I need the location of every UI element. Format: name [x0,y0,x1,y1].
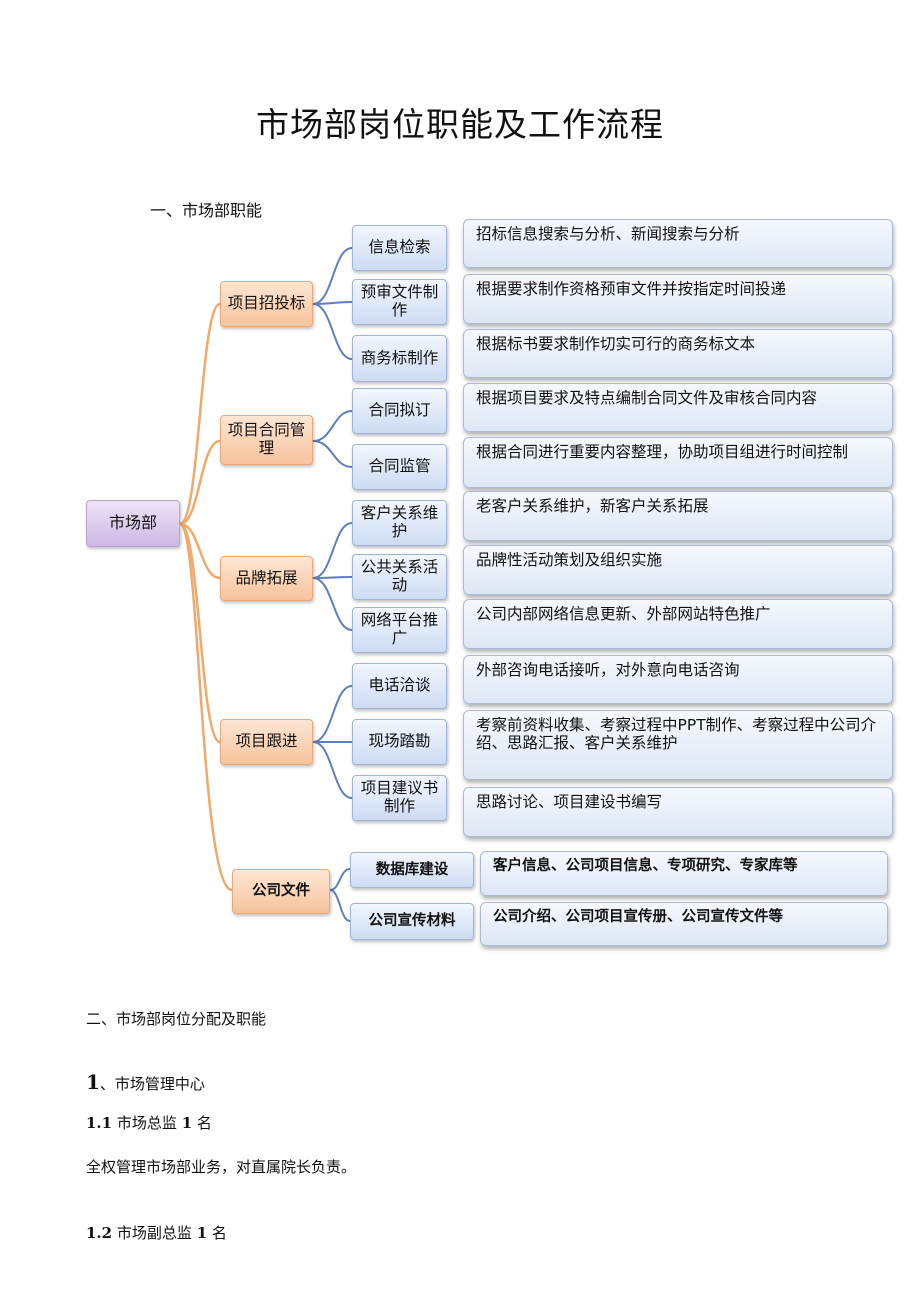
item-unit: 名 [211,1224,227,1242]
desc-prequal-docs: 根据要求制作资格预审文件并按指定时间投递 [463,274,893,324]
item-node-prequal-docs: 预审文件制作 [352,279,447,325]
item-node-pr-activities: 公共关系活动 [352,554,447,600]
desc-contract-draft: 根据项目要求及特点编制合同文件及审核合同内容 [463,383,893,432]
item-node-site-survey: 现场踏勘 [352,719,447,765]
item-count: 1 [181,1114,193,1132]
group-node-brand: 品牌拓展 [220,556,313,601]
group-node-contract: 项目合同管理 [220,415,313,465]
desc-info-search: 招标信息搜索与分析、新闻搜索与分析 [463,219,893,268]
group-node-followup: 项目跟进 [220,719,313,765]
group-node-bidding: 项目招投标 [220,281,313,327]
item-node-promo-materials: 公司宣传材料 [350,903,474,940]
item-node-phone-talks: 电话洽谈 [352,663,447,709]
item-heading-1-2: 1.2 市场副总监 1 名 [86,1222,227,1243]
group-connectors [312,247,353,922]
desc-web-promotion: 公司内部网络信息更新、外部网站特色推广 [463,599,893,649]
desc-phone-talks: 外部咨询电话接听，对外意向电话咨询 [463,655,893,704]
group-node-company-docs: 公司文件 [232,869,330,914]
item-node-web-promotion: 网络平台推广 [352,607,447,653]
item-node-client-relations: 客户关系维护 [352,500,447,546]
item-node-commercial-bid: 商务标制作 [352,335,447,382]
desc-contract-supervise: 根据合同进行重要内容整理，协助项目组进行时间控制 [463,437,893,488]
item-number: 1.2 [86,1224,113,1242]
item-title: 市场副总监 [116,1224,192,1242]
item-title: 市场总监 [116,1114,177,1132]
item-count: 1 [196,1224,208,1242]
item-node-contract-draft: 合同拟订 [352,388,447,434]
item-number: 1.1 [86,1114,113,1132]
subsection-title: 、市场管理中心 [99,1075,205,1093]
desc-promo-materials: 公司介绍、公司项目宣传册、公司宣传文件等 [480,902,888,946]
desc-commercial-bid: 根据标书要求制作切实可行的商务标文本 [463,329,893,378]
tree-root-node: 市场部 [86,500,180,547]
desc-site-survey: 考察前资料收集、考察过程中PPT制作、考察过程中公司介绍、思路汇报、客户关系维护 [463,710,893,780]
root-connectors [178,302,233,892]
subsection-number: 1 [86,1070,100,1094]
item-node-contract-supervise: 合同监管 [352,444,447,490]
section-heading-1: 一、市场部职能 [150,201,263,220]
subsection-heading-1: 1、市场管理中心 [86,1070,205,1094]
desc-pr-activities: 品牌性活动策划及组织实施 [463,545,893,595]
section-heading-2: 二、市场部岗位分配及职能 [86,1010,267,1028]
item-unit: 名 [196,1114,212,1132]
item-heading-1-1: 1.1 市场总监 1 名 [86,1112,212,1133]
desc-client-relations: 老客户关系维护，新客户关系拓展 [463,491,893,541]
item-node-info-search: 信息检索 [352,225,447,271]
item-node-proposal: 项目建议书制作 [352,775,447,821]
item-description-1-1: 全权管理市场部业务，对直属院长负责。 [86,1158,357,1176]
item-node-database: 数据库建设 [350,852,474,888]
desc-proposal: 思路讨论、项目建设书编写 [463,787,893,837]
desc-database: 客户信息、公司项目信息、专项研究、专家库等 [480,851,888,896]
page-title: 市场部岗位职能及工作流程 [256,105,664,144]
